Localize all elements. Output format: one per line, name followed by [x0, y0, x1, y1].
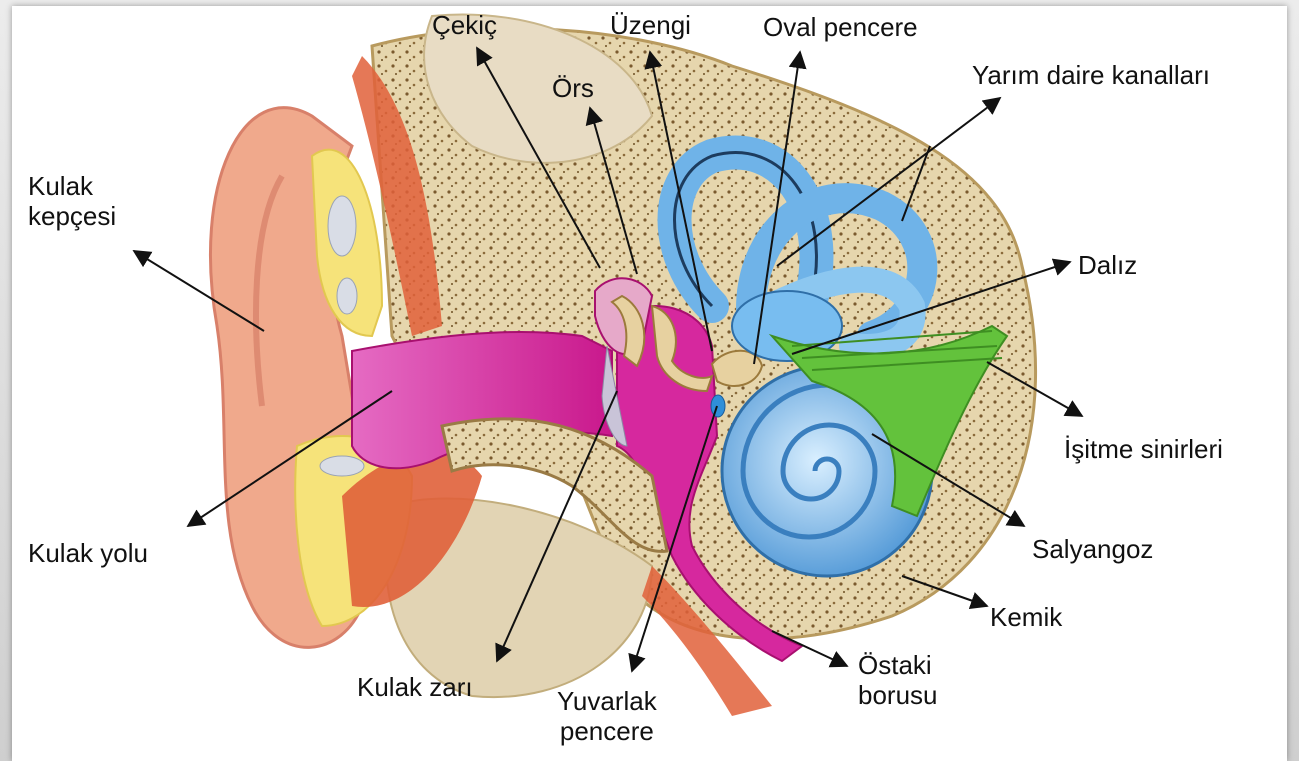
label-ostaki-borusu-line2: borusu [858, 680, 938, 710]
label-kemik: Kemik [990, 602, 1062, 632]
diagram-panel: Kulak kepçesi Kulak yolu Kulak zarı Yuva… [12, 6, 1287, 761]
label-oval-pencere: Oval pencere [763, 12, 918, 42]
label-yuvarlak-pencere-line2: pencere [557, 716, 657, 746]
label-cekic: Çekiç [432, 10, 497, 40]
label-yuvarlak-pencere-line1: Yuvarlak [557, 686, 657, 716]
label-kulak-kepcesi-line1: Kulak [28, 171, 116, 201]
ear-anatomy-illustration [12, 6, 1287, 761]
label-kulak-kepcesi-line2: kepçesi [28, 201, 116, 231]
label-ors: Örs [552, 73, 594, 103]
label-kulak-kepcesi: Kulak kepçesi [28, 171, 116, 231]
label-ostaki-borusu-line1: Östaki [858, 650, 938, 680]
label-isitme-sinirleri: İşitme sinirleri [1064, 434, 1223, 464]
label-uzengi: Üzengi [610, 10, 691, 40]
label-kulak-yolu: Kulak yolu [28, 538, 148, 568]
label-yuvarlak-pencere: Yuvarlak pencere [557, 686, 657, 746]
label-salyangoz: Salyangoz [1032, 534, 1153, 564]
label-ostaki-borusu: Östaki borusu [858, 650, 938, 710]
label-yarim-daire-kanallari: Yarım daire kanalları [972, 60, 1210, 90]
label-kulak-zari: Kulak zarı [357, 672, 473, 702]
label-daliz: Dalız [1078, 250, 1137, 280]
